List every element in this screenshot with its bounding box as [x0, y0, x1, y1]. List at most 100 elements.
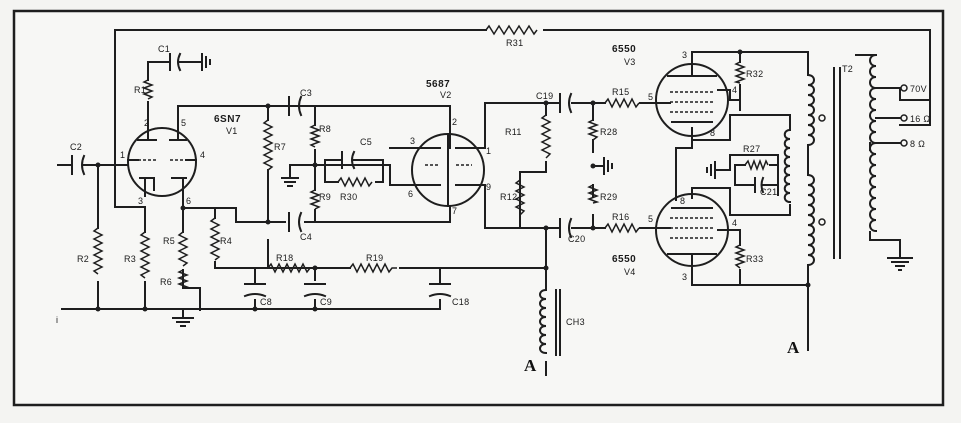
label-r2: R2 [77, 254, 89, 264]
tube-v2 [409, 133, 486, 207]
pin-v1-3: 3 [138, 196, 143, 206]
c20-symbol [559, 217, 573, 239]
label-supply-a-right: A [787, 338, 800, 357]
ground-r28 [603, 157, 613, 175]
label-c4: C4 [300, 232, 312, 242]
label-tap-8: 8 Ω [910, 139, 925, 149]
pin-v4-4: 4 [732, 218, 737, 228]
c4-symbol [288, 211, 303, 233]
label-r7: R7 [274, 142, 286, 152]
label-r1: R1 [134, 85, 146, 95]
label-r12: R12 [500, 192, 517, 202]
label-v3-type: 6550 [612, 44, 636, 55]
label-r29: R29 [600, 192, 617, 202]
c18-symbol [428, 283, 452, 298]
r32-symbol [733, 61, 747, 84]
capacitors [71, 52, 771, 298]
label-v3-ref: V3 [624, 57, 636, 67]
r12-symbol [514, 179, 526, 216]
label-c5: C5 [360, 137, 372, 147]
label-c19: C19 [536, 91, 553, 101]
c3-symbol [288, 95, 303, 117]
r4-symbol [209, 217, 221, 261]
c9-symbol [303, 283, 327, 298]
label-v1-ref: V1 [226, 126, 238, 136]
r5-symbol [177, 231, 189, 267]
schematic-border [12, 9, 945, 407]
junction-dots [95, 49, 811, 312]
r30-symbol [337, 176, 373, 188]
wiring [57, 29, 931, 376]
label-r32: R32 [746, 69, 763, 79]
label-r30: R30 [340, 192, 357, 202]
pin-v1-4: 4 [200, 150, 205, 160]
label-c20: C20 [568, 234, 585, 244]
pin-v1-2: 2 [144, 118, 149, 128]
pin-v4-8: 8 [680, 196, 685, 206]
label-r15: R15 [612, 87, 629, 97]
label-r9: R9 [319, 192, 331, 202]
label-r33: R33 [746, 254, 763, 264]
label-tap-16: 16 Ω [910, 114, 930, 124]
label-c2: C2 [70, 142, 82, 152]
pin-v3-4: 4 [732, 85, 737, 95]
r8-symbol [308, 124, 322, 148]
c5-symbol [341, 150, 363, 170]
label-v1-type: 6SN7 [214, 114, 241, 125]
label-c1: C1 [158, 44, 170, 54]
label-v4-ref: V4 [624, 267, 636, 277]
r28-symbol [586, 119, 600, 141]
label-r11: R11 [505, 127, 522, 137]
r15-symbol [604, 97, 640, 109]
pin-v1-6: 6 [186, 196, 191, 206]
r33-symbol [733, 244, 747, 269]
r7-symbol [262, 119, 274, 171]
r29-symbol [586, 184, 600, 204]
label-c18: C18 [452, 297, 469, 307]
ground-v2 [281, 177, 299, 187]
r6-symbol [176, 269, 190, 289]
label-r27: R27 [743, 144, 760, 154]
t2-transformer [783, 53, 908, 267]
pin-v2-1: 1 [486, 146, 491, 156]
label-r6: R6 [160, 277, 172, 287]
label-c9: C9 [320, 297, 332, 307]
label-r5: R5 [163, 236, 175, 246]
c21-symbol [744, 176, 771, 194]
label-v2-ref: V2 [440, 90, 452, 100]
label-r19: R19 [366, 253, 383, 263]
pin-v2-7: 7 [452, 206, 457, 216]
label-c8: C8 [260, 297, 272, 307]
r31-symbol [485, 24, 538, 36]
label-c21: C21 [760, 187, 777, 197]
r3-symbol [139, 231, 151, 279]
ch3-choke [539, 288, 561, 356]
r11-symbol [540, 114, 552, 159]
label-ch3: CH3 [566, 317, 585, 327]
r16-symbol [604, 222, 640, 234]
label-r18: R18 [276, 253, 293, 263]
label-v2-type: 5687 [426, 79, 450, 90]
label-v4-type: 6550 [612, 254, 636, 265]
pin-v2-9: 9 [486, 182, 491, 192]
pin-v3-3: 3 [682, 50, 687, 60]
pin-v1-1: 1 [120, 150, 125, 160]
pin-v3-8: 8 [710, 128, 715, 138]
label-c3: C3 [300, 88, 312, 98]
label-r31: R31 [506, 38, 523, 48]
c19-symbol [559, 92, 573, 114]
labels: 6SN7 V1 5687 V2 6550 V3 6550 V4 R1 R2 R3… [56, 38, 930, 375]
pin-v2-2: 2 [452, 117, 457, 127]
pin-v4-3: 3 [682, 272, 687, 282]
c2-symbol [71, 154, 86, 176]
label-t2: T2 [842, 64, 853, 74]
resistors [92, 24, 769, 289]
label-r8: R8 [319, 124, 331, 134]
pin-v2-6: 6 [408, 189, 413, 199]
tube-v1 [127, 127, 197, 197]
label-supply-a-left: A [524, 356, 537, 375]
r18-symbol [267, 262, 311, 274]
ground-v1 [172, 317, 194, 327]
r27-symbol [744, 158, 769, 172]
label-r4: R4 [220, 236, 232, 246]
